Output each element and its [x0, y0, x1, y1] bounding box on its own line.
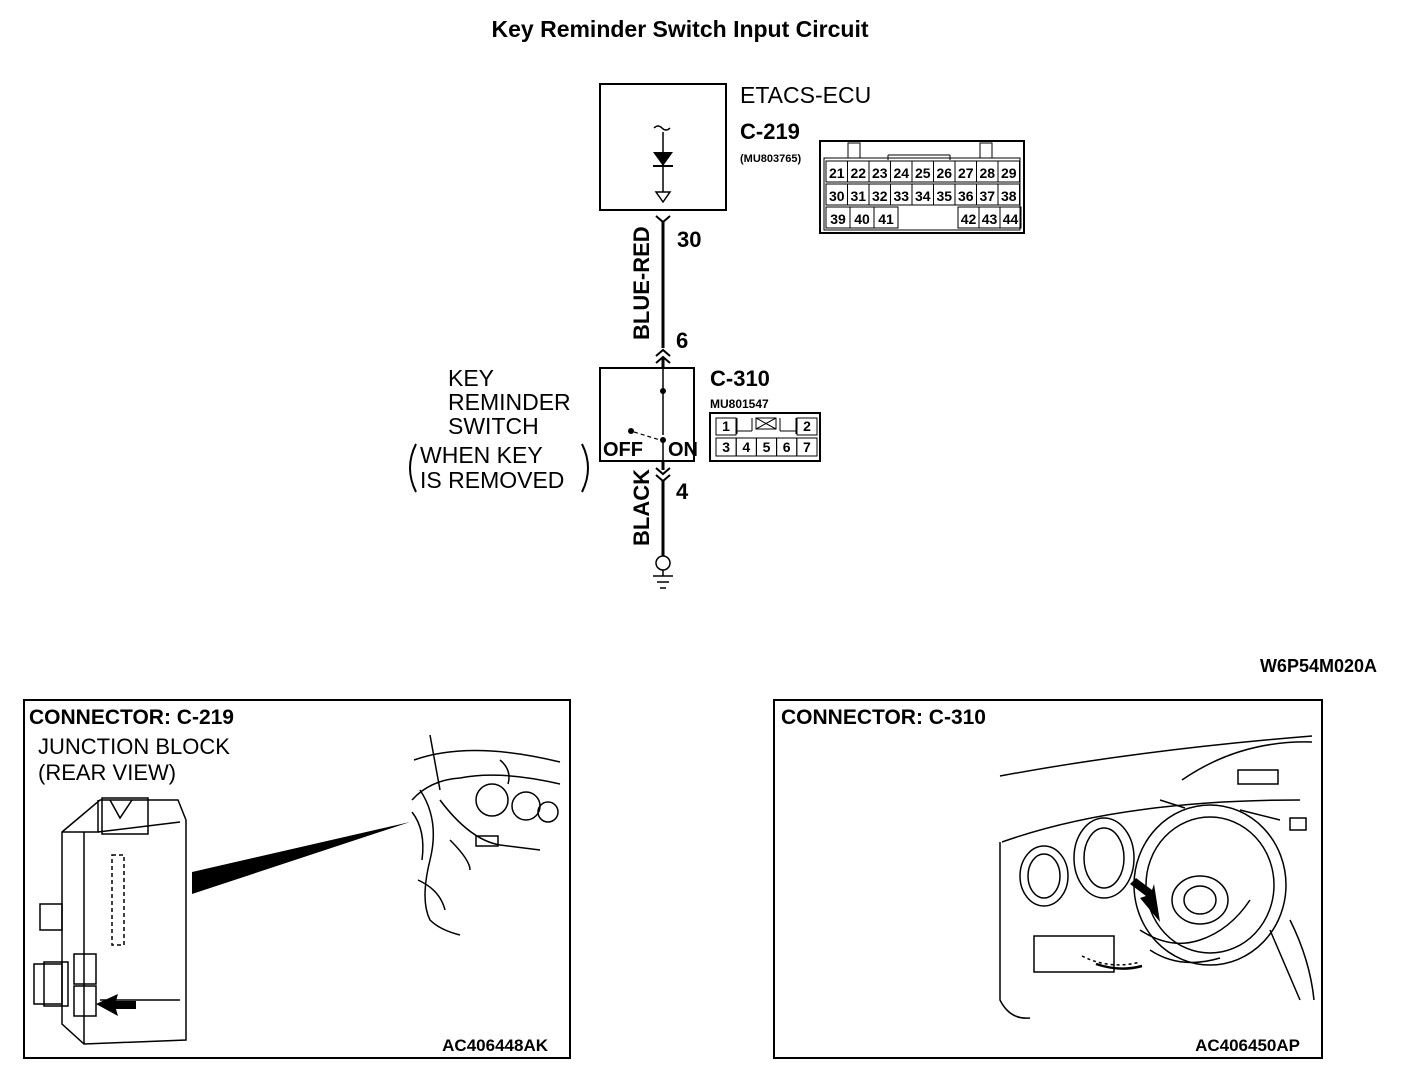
switch-off-label: OFF	[603, 439, 643, 461]
c310-pin: 6	[783, 439, 791, 455]
panel-c219-heading: CONNECTOR: C-219	[29, 706, 234, 729]
switch-terminal-bottom: 4	[676, 479, 689, 504]
etacs-ecu-block	[599, 83, 727, 211]
c310-pin: 1	[722, 418, 730, 434]
c219-pin: 31	[850, 188, 866, 204]
condition-left-paren	[409, 443, 417, 493]
wire-black	[655, 461, 671, 556]
c219-pin: 33	[893, 188, 909, 204]
wire-blue-red	[655, 215, 671, 368]
connector-panel-c310: CONNECTOR: C-310 AC406450AP	[773, 699, 1323, 1059]
arrow-icon	[96, 994, 136, 1016]
panel-c219-subtitle-2: (REAR VIEW)	[38, 760, 176, 785]
switch-name-line1: KEY	[448, 365, 494, 391]
c219-pin-cavity	[997, 183, 1020, 206]
c219-pin: 29	[1001, 165, 1017, 181]
c219-pin: 30	[829, 188, 845, 204]
c310-pin-cavity	[715, 417, 737, 436]
panel-c310-heading: CONNECTOR: C-310	[781, 706, 986, 729]
c219-pin: 42	[961, 211, 977, 227]
ecu-part-number: (MU803765)	[740, 153, 801, 165]
c219-pin: 23	[872, 165, 888, 181]
wire-color-black: BLACK	[629, 469, 654, 546]
figure-code-c310: AC406450AP	[1195, 1036, 1300, 1055]
c219-pin: 32	[872, 188, 888, 204]
switch-name-line2: REMINDER	[448, 389, 571, 415]
figure-code-c219: AC406448AK	[442, 1036, 549, 1055]
c219-pin: 21	[829, 165, 845, 181]
c219-pin: 28	[979, 165, 995, 181]
harness-solid-line	[1095, 962, 1143, 970]
c310-pin: 3	[722, 439, 730, 455]
dashboard-harness-illustration	[411, 734, 561, 936]
c219-pin: 35	[936, 188, 952, 204]
diagram-title: Key Reminder Switch Input Circuit	[492, 16, 869, 42]
c219-pin: 27	[958, 165, 974, 181]
harness-dashed-line	[1081, 955, 1141, 966]
c219-pin: 37	[979, 188, 995, 204]
reference-code: W6P54M020A	[1260, 656, 1377, 676]
ecu-connector-id: C-219	[740, 119, 800, 144]
panel-c219-subtitle-1: JUNCTION BLOCK	[38, 734, 230, 759]
key-reminder-switch-symbol	[599, 367, 695, 462]
c310-pin: 2	[803, 418, 811, 434]
zoom-pointer-c219	[192, 822, 410, 894]
switch-condition-line1: WHEN KEY	[420, 442, 543, 468]
c219-pin: 34	[915, 188, 931, 204]
c219-pin: 25	[915, 165, 931, 181]
c219-pin: 40	[854, 211, 870, 227]
ecu-terminal-number: 30	[677, 227, 701, 252]
c219-pin: 43	[982, 211, 998, 227]
switch-part-number: MU801547	[710, 397, 769, 411]
connector-panel-c219: CONNECTOR: C-219 JUNCTION BLOCK (REAR VI…	[23, 699, 571, 1059]
c219-pin: 39	[830, 211, 846, 227]
c219-pin: 44	[1003, 211, 1019, 227]
switch-condition-line2: IS REMOVED	[420, 467, 564, 493]
switch-name-line3: SWITCH	[448, 413, 539, 439]
wire-color-blue-red: BLUE-RED	[629, 226, 654, 340]
c219-pin: 22	[850, 165, 866, 181]
switch-connector-id: C-310	[710, 366, 770, 391]
steering-dash-illustration	[999, 735, 1315, 1019]
arrow-icon	[1130, 878, 1160, 922]
c219-pin: 41	[878, 211, 894, 227]
c219-pin: 26	[936, 165, 952, 181]
switch-on-label: ON	[668, 439, 698, 461]
c219-pin: 24	[893, 165, 909, 181]
c310-pin: 7	[803, 439, 811, 455]
c219-pin-cavity	[997, 160, 1020, 183]
c310-pin-cavity	[796, 417, 818, 436]
c219-pin-cavity	[999, 206, 1022, 229]
condition-right-paren	[581, 443, 589, 493]
ground-symbol	[653, 555, 673, 589]
c219-connector-face: 21 22 23 24 25 26 27 28 29 30 31 32 33 34 35 36 37 38 39 40…	[819, 140, 1025, 234]
c310-pin: 5	[763, 439, 771, 455]
c219-pin-cavity	[873, 206, 899, 229]
c219-pin: 38	[1001, 188, 1017, 204]
c310-pin-cavity	[796, 437, 818, 457]
switch-terminal-top: 6	[676, 328, 688, 353]
c310-pin: 4	[742, 439, 750, 455]
ecu-name: ETACS-ECU	[740, 82, 871, 108]
c219-pin: 36	[958, 188, 974, 204]
junction-block-illustration	[33, 797, 187, 1045]
